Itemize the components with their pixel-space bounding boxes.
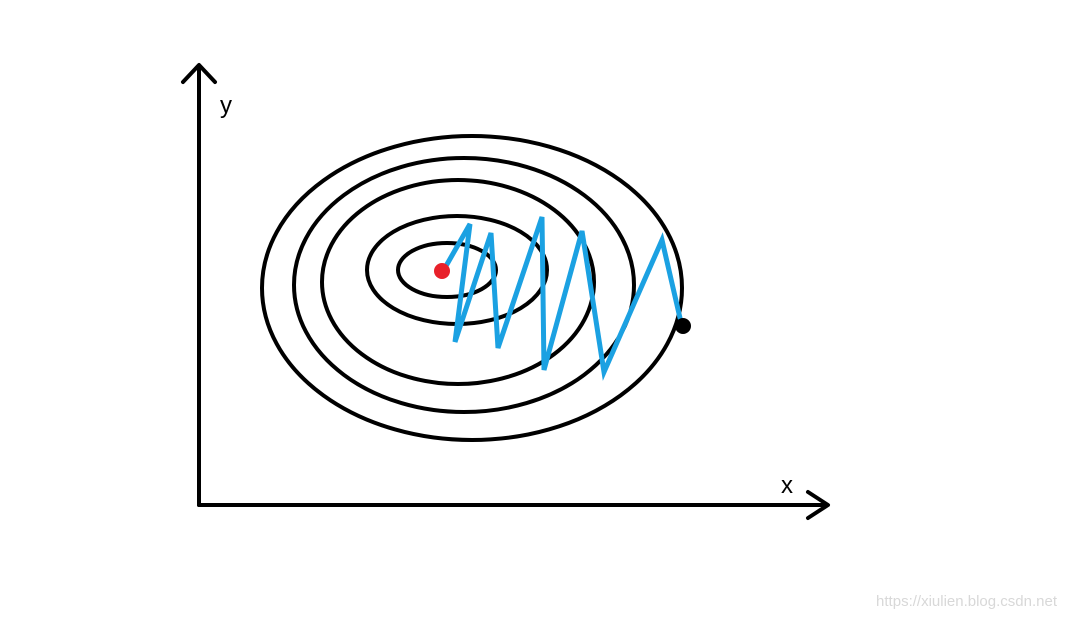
contour-ellipse-5 [396, 241, 498, 299]
minimum-point [434, 263, 450, 279]
contour-ellipse-3 [320, 178, 596, 386]
descent-path [443, 216, 683, 381]
axes [181, 63, 830, 520]
watermark-text: https://xiulien.blog.csdn.net [876, 593, 1058, 610]
x-axis-arrowhead [806, 490, 830, 520]
x-axis-label: x [781, 472, 793, 499]
contour-lines [260, 134, 684, 442]
y-axis-label: y [220, 92, 232, 119]
start-point [675, 318, 691, 334]
contour-ellipse-1 [260, 134, 684, 442]
contour-ellipse-2 [292, 156, 636, 414]
y-axis-arrowhead [181, 63, 217, 84]
